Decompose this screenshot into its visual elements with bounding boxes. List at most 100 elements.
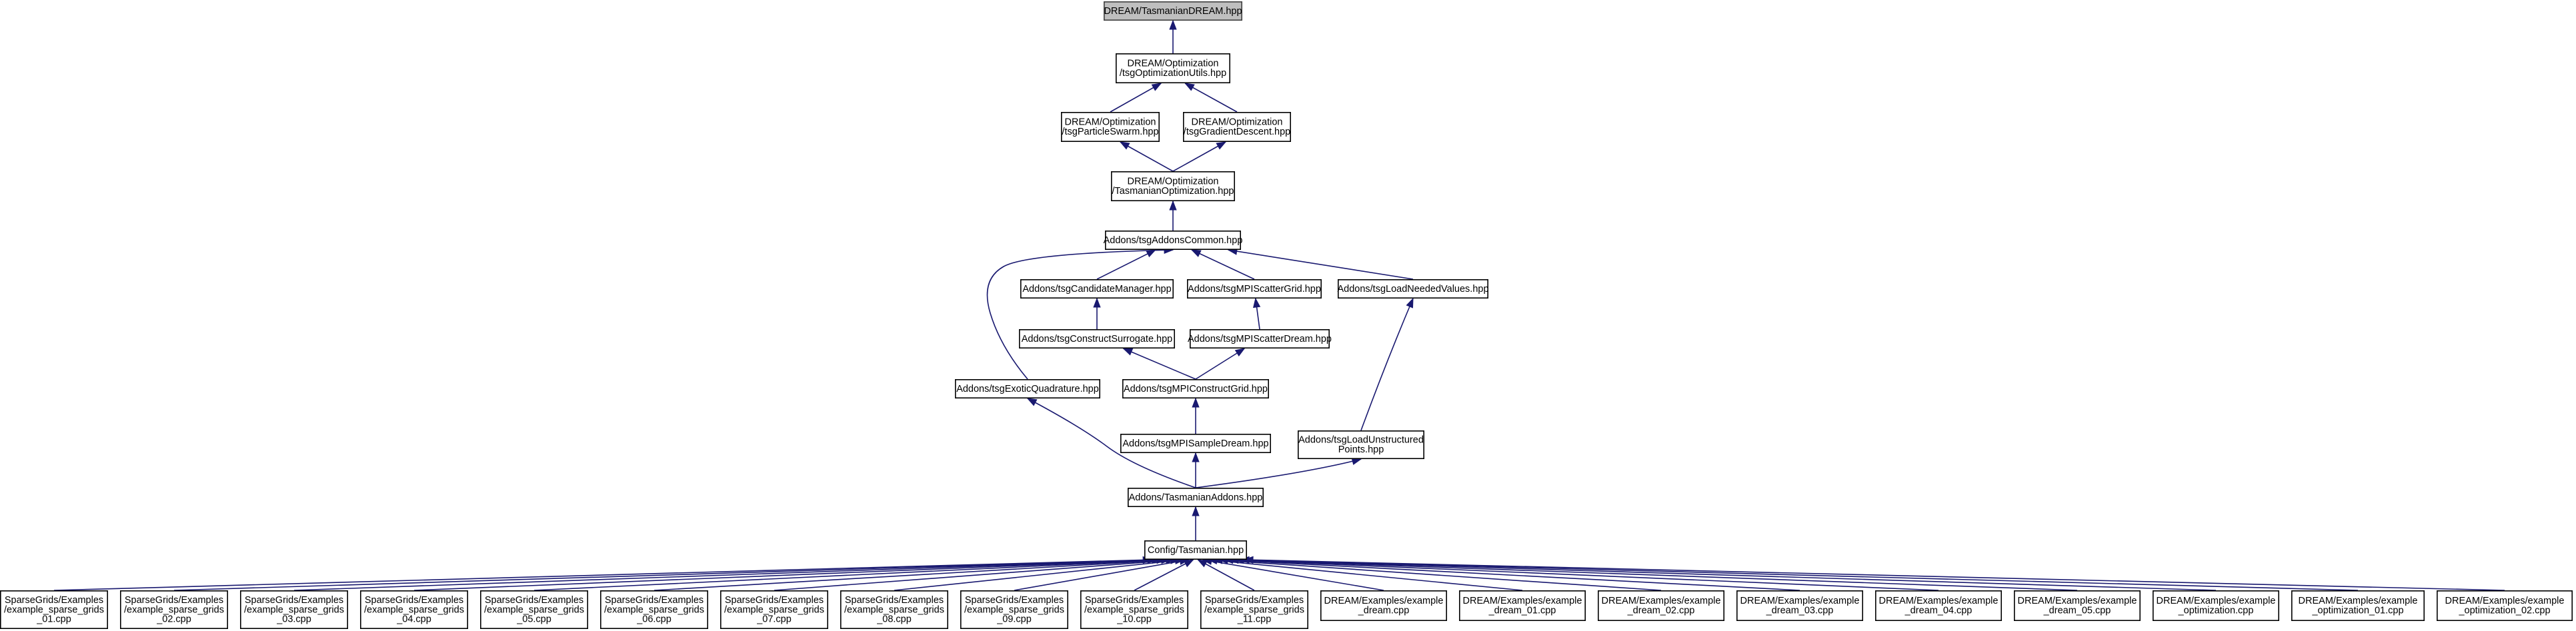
- node-label: _dream.cpp: [1358, 606, 1410, 616]
- node-label: Addons/tsgLoadNeededValues.hpp: [1337, 284, 1488, 295]
- graph-node-mpi_sample_dream[interactable]: Addons/tsgMPISampleDream.hpp: [1120, 433, 1272, 453]
- edge-line: [1360, 298, 1414, 431]
- graph-node-candidate_manager[interactable]: Addons/tsgCandidateManager.hpp: [1020, 279, 1174, 299]
- node-label: DREAM/Examples/example: [2018, 596, 2137, 606]
- node-label: /tsgOptimizationUtils.hpp: [1120, 68, 1226, 79]
- graph-node-mpi_construct_grid[interactable]: Addons/tsgMPIConstructGrid.hpp: [1122, 378, 1270, 398]
- edge-arrowhead: [1169, 19, 1177, 30]
- node-label: DREAM/Examples/example: [2299, 596, 2418, 606]
- node-label: _06.cpp: [636, 614, 672, 625]
- graph-node-mpi_scatter_grid[interactable]: Addons/tsgMPIScatterGrid.hpp: [1187, 279, 1322, 299]
- edge-arrowhead: [1026, 398, 1038, 406]
- node-label: Addons/tsgMPISampleDream.hpp: [1122, 438, 1268, 449]
- node-label: DREAM/Examples/example: [1879, 596, 1999, 606]
- graph-edge-mpi_scatter_grid-to-mpi_scatter_dream: [1253, 297, 1261, 330]
- graph-node-tasmanian_addons[interactable]: Addons/TasmanianAddons.hpp: [1128, 487, 1264, 507]
- graph-node-gradient_descent[interactable]: DREAM/Optimization/tsgGradientDescent.hp…: [1183, 112, 1292, 143]
- node-label: _optimization_02.cpp: [2458, 606, 2550, 616]
- node-label: Addons/tsgConstructSurrogate.hpp: [1022, 334, 1173, 344]
- graph-node-exotic_quadrature[interactable]: Addons/tsgExoticQuadrature.hpp: [955, 378, 1101, 398]
- node-label: Addons/TasmanianAddons.hpp: [1129, 492, 1263, 503]
- graph-node-opt_02[interactable]: DREAM/Examples/example_optimization_02.c…: [2437, 590, 2573, 621]
- graph-node-mpi_scatter_dream[interactable]: Addons/tsgMPIScatterDream.hpp: [1188, 328, 1332, 348]
- node-label: DREAM/Optimization: [1128, 59, 1219, 69]
- node-box: [1183, 112, 1292, 143]
- edge-line: [1202, 559, 1384, 591]
- graph-node-sg_07[interactable]: SparseGrids/Examples/example_sparse_grid…: [720, 590, 829, 629]
- edge-line: [1134, 559, 1194, 591]
- node-box: [239, 590, 348, 629]
- graph-node-dream_03[interactable]: DREAM/Examples/example_dream_03.cpp: [1736, 590, 1864, 621]
- edge-line: [1218, 559, 1800, 591]
- graph-node-sg_02[interactable]: SparseGrids/Examples/example_sparse_grid…: [120, 590, 228, 629]
- graph-node-sg_08[interactable]: SparseGrids/Examples/example_sparse_grid…: [840, 590, 949, 629]
- graph-edge-addons_common-to-load_needed_values: [1227, 247, 1414, 280]
- node-box: [1320, 590, 1448, 621]
- edge-line: [1224, 559, 1939, 591]
- node-label: _02.cpp: [156, 614, 191, 625]
- node-label: Addons/tsgCandidateManager.hpp: [1022, 284, 1171, 295]
- node-box: [955, 378, 1101, 398]
- graph-node-load_needed_values[interactable]: Addons/tsgLoadNeededValues.hpp: [1337, 279, 1489, 299]
- graph-node-addons_common[interactable]: Addons/tsgAddonsCommon.hpp: [1104, 230, 1243, 250]
- graph-node-dream_02[interactable]: DREAM/Examples/example_dream_02.cpp: [1598, 590, 1725, 621]
- graph-edge-addons_common-to-mpi_scatter_grid: [1190, 249, 1255, 280]
- node-label: /example_sparse_grids: [124, 604, 224, 615]
- node-label: _10.cpp: [1116, 614, 1152, 625]
- node-box: [1598, 590, 1725, 621]
- graph-node-config_tasmanian[interactable]: Config/Tasmanian.hpp: [1144, 540, 1248, 560]
- graph-node-dream_tasmanian[interactable]: DREAM/TasmanianDREAM.hpp: [1104, 1, 1243, 21]
- node-label: Points.hpp: [1338, 444, 1384, 455]
- graph-edge-addons_common-to-candidate_manager: [1096, 249, 1157, 280]
- edge-line: [413, 559, 1166, 591]
- node-label: Addons/tsgMPIConstructGrid.hpp: [1124, 384, 1268, 394]
- graph-edge-particle_swarm-to-tasmanian_optimization: [1119, 141, 1174, 172]
- graph-node-tasmanian_optimization[interactable]: DREAM/Optimization/TasmanianOptimization…: [1111, 171, 1236, 201]
- edge-line: [986, 249, 1174, 380]
- node-label: SparseGrids/Examples: [725, 595, 824, 606]
- graph-node-sg_09[interactable]: SparseGrids/Examples/example_sparse_grid…: [960, 590, 1069, 629]
- node-box: [1190, 328, 1330, 348]
- graph-node-dream_04[interactable]: DREAM/Examples/example_dream_04.cpp: [1875, 590, 2003, 621]
- edge-line: [53, 559, 1152, 591]
- graph-node-construct_surrogate[interactable]: Addons/tsgConstructSurrogate.hpp: [1019, 328, 1176, 348]
- edge-arrowhead: [1119, 141, 1130, 150]
- graph-node-sg_01[interactable]: SparseGrids/Examples/example_sparse_grid…: [0, 590, 108, 629]
- node-label: Addons/tsgAddonsCommon.hpp: [1104, 235, 1243, 246]
- node-label: Addons/tsgExoticQuadrature.hpp: [956, 384, 1099, 394]
- node-label: _optimization_01.cpp: [2311, 606, 2403, 616]
- node-label: DREAM/TasmanianDREAM.hpp: [1104, 6, 1242, 17]
- node-box: [599, 590, 708, 629]
- node-label: DREAM/Optimization: [1192, 117, 1283, 128]
- graph-node-sg_06[interactable]: SparseGrids/Examples/example_sparse_grid…: [599, 590, 708, 629]
- node-label: SparseGrids/Examples: [365, 595, 463, 606]
- edge-line: [1027, 398, 1196, 488]
- graph-node-sg_04[interactable]: SparseGrids/Examples/example_sparse_grid…: [359, 590, 468, 629]
- graph-node-sg_11[interactable]: SparseGrids/Examples/example_sparse_grid…: [1200, 590, 1309, 629]
- graph-edge-tasmanian_addons-to-config_tasmanian: [1192, 506, 1200, 540]
- edge-arrowhead: [1093, 297, 1101, 308]
- graph-node-dream_01[interactable]: DREAM/Examples/example_dream_01.cpp: [1459, 590, 1586, 621]
- node-box: [1116, 53, 1231, 84]
- graph-node-sg_10[interactable]: SparseGrids/Examples/example_sparse_grid…: [1080, 590, 1189, 629]
- graph-node-opt_ex[interactable]: DREAM/Examples/example_optimization.cpp: [2153, 590, 2280, 621]
- graph-node-dream_05[interactable]: DREAM/Examples/example_dream_05.cpp: [2014, 590, 2141, 621]
- graph-node-sg_05[interactable]: SparseGrids/Examples/example_sparse_grid…: [479, 590, 588, 629]
- graph-node-particle_swarm[interactable]: DREAM/Optimization/tsgParticleSwarm.hpp: [1061, 112, 1160, 143]
- node-label: /example_sparse_grids: [244, 604, 344, 615]
- node-label: Addons/tsgMPIScatterGrid.hpp: [1188, 284, 1321, 295]
- edge-line: [1229, 559, 2078, 591]
- node-label: _dream_02.cpp: [1627, 606, 1695, 616]
- graph-node-sg_03[interactable]: SparseGrids/Examples/example_sparse_grid…: [239, 590, 348, 629]
- node-label: _05.cpp: [516, 614, 551, 625]
- graph-node-opt_utils[interactable]: DREAM/Optimization/tsgOptimizationUtils.…: [1116, 53, 1231, 84]
- node-label: /example_sparse_grids: [4, 604, 104, 615]
- edge-line: [1234, 559, 2217, 591]
- graph-node-opt_01[interactable]: DREAM/Examples/example_optimization_01.c…: [2291, 590, 2425, 621]
- node-label: _09.cpp: [996, 614, 1032, 625]
- node-label: DREAM/Examples/example: [2445, 596, 2565, 606]
- graph-node-dream_ex[interactable]: DREAM/Examples/example_dream.cpp: [1320, 590, 1448, 621]
